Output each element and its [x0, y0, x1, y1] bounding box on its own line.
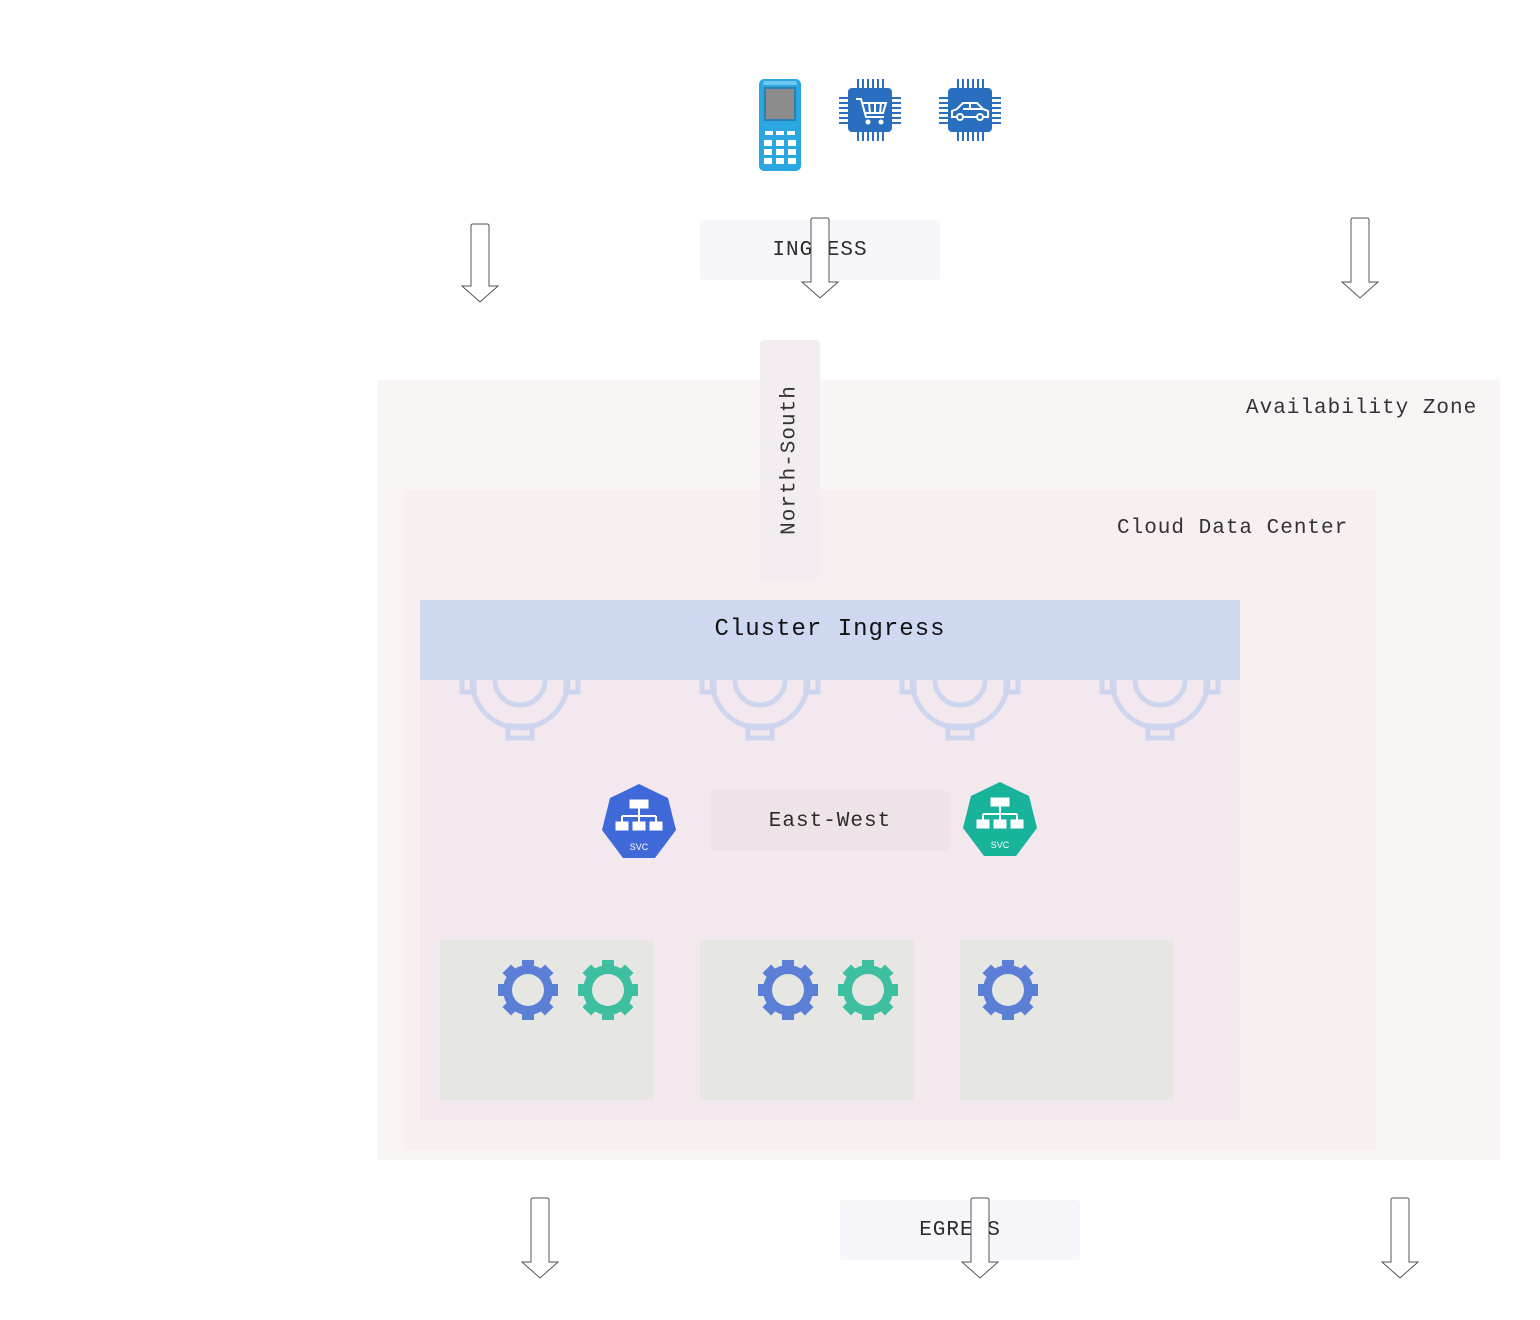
east-west-box: East-West [710, 791, 950, 851]
down-arrow-icon [960, 1197, 1000, 1279]
down-arrow-icon [1340, 217, 1380, 299]
down-arrow-icon [800, 217, 840, 299]
cloud-data-center-label: Cloud Data Center [1117, 517, 1349, 540]
car-chip-icon [939, 79, 1001, 141]
svc-label: SVC [630, 842, 649, 852]
service-blue-icon: SVC [602, 784, 676, 858]
availability-zone-label: Availability Zone [1246, 397, 1478, 420]
mobile-phone-icon [759, 79, 801, 171]
down-arrow-icon [460, 223, 500, 303]
service-teal-icon: SVC [963, 782, 1037, 856]
down-arrow-icon [1380, 1197, 1420, 1279]
cluster-ingress: Cluster Ingress [420, 600, 1240, 680]
cluster-ingress-label: Cluster Ingress [714, 616, 946, 643]
faded-gear-icon [899, 629, 1021, 741]
shopping-cart-chip-icon [839, 79, 901, 141]
north-south-box: North-South [760, 340, 820, 580]
svc-label: SVC [991, 840, 1010, 850]
node-3 [960, 940, 1174, 1100]
east-west-label: East-West [768, 809, 892, 833]
down-arrow-icon [520, 1197, 560, 1279]
egress-box: EGRESS [840, 1200, 1080, 1260]
